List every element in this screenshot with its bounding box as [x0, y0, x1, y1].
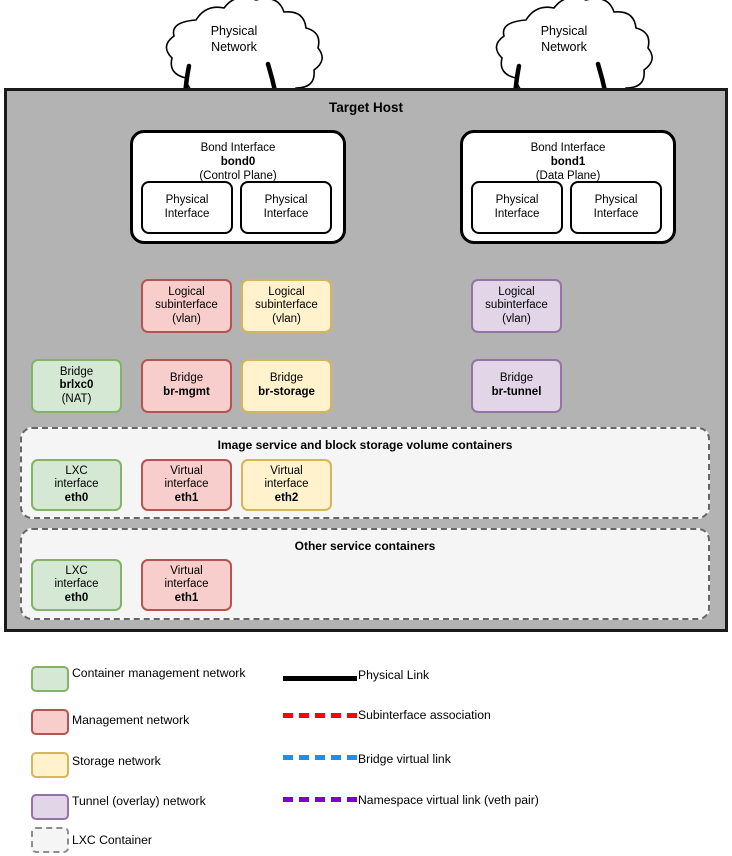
subif-mgmt[interactable]: Logical subinterface (vlan) — [141, 279, 232, 333]
legend-swatch-tunnel-overlay-network — [31, 794, 69, 820]
virtual-eth1-image[interactable]: Virtual interface eth1 — [141, 459, 232, 511]
image-service-container-title: Image service and block storage volume c… — [217, 438, 513, 452]
cloud-right-label: Physical Network — [540, 24, 588, 54]
other-service-container — [20, 528, 710, 620]
legend-label-bridge-virtual-link: Bridge virtual link — [358, 752, 451, 766]
virtual-eth2-image[interactable]: Virtual interface eth2 — [241, 459, 332, 511]
virtual-eth1-other[interactable]: Virtual interface eth1 — [141, 559, 232, 611]
legend-label-tunnel-overlay-network: Tunnel (overlay) network — [72, 794, 206, 808]
legend-label-storage-network: Storage network — [72, 754, 161, 768]
legend-swatch-management-network — [31, 709, 69, 735]
bond0-physical-interface-1[interactable]: Physical Interface — [141, 181, 233, 234]
other-service-container-title: Other service containers — [294, 539, 436, 553]
bond1-physical-interface-2[interactable]: Physical Interface — [570, 181, 662, 234]
legend-label-container-management-network: Container management network — [72, 666, 246, 680]
bridge-br-tunnel[interactable]: Bridge br-tunnel — [471, 359, 562, 413]
legend-line-namespace-virtual-link — [283, 797, 357, 802]
bond1-label: Bond Interface bond1 (Data Plane) — [530, 142, 606, 183]
legend-line-physical-link — [283, 676, 357, 681]
legend-swatch-storage-network — [31, 752, 69, 778]
bridge-br-storage[interactable]: Bridge br-storage — [241, 359, 332, 413]
legend-label-physical-link: Physical Link — [358, 668, 430, 682]
legend-label-namespace-virtual-link: Namespace virtual link (veth pair) — [358, 793, 539, 807]
legend-swatch-container-management-network — [31, 666, 69, 692]
bond0-label: Bond Interface bond0 (Control Plane) — [199, 142, 277, 183]
legend-swatch-lxc-container — [31, 827, 69, 853]
lxc-eth0-image[interactable]: LXC interface eth0 — [31, 459, 122, 511]
subif-tunnel[interactable]: Logical subinterface (vlan) — [471, 279, 562, 333]
bond1-physical-interface-1[interactable]: Physical Interface — [471, 181, 563, 234]
legend-label-lxc-container: LXC Container — [72, 833, 152, 847]
legend-label-subinterface-association: Subinterface association — [358, 708, 491, 722]
legend-label-management-network: Management network — [72, 713, 190, 727]
subif-storage[interactable]: Logical subinterface (vlan) — [241, 279, 332, 333]
page-title: Target Host — [328, 100, 403, 115]
bond0-physical-interface-2[interactable]: Physical Interface — [240, 181, 332, 234]
image-service-container — [20, 427, 710, 519]
bridge-brlxc0[interactable]: Bridge brlxc0 (NAT) — [31, 359, 122, 413]
legend-line-subinterface-association — [283, 713, 357, 718]
bridge-br-mgmt[interactable]: Bridge br-mgmt — [141, 359, 232, 413]
lxc-eth0-other[interactable]: LXC interface eth0 — [31, 559, 122, 611]
legend-line-bridge-virtual-link — [283, 755, 357, 760]
cloud-left-label: Physical Network — [210, 24, 258, 54]
